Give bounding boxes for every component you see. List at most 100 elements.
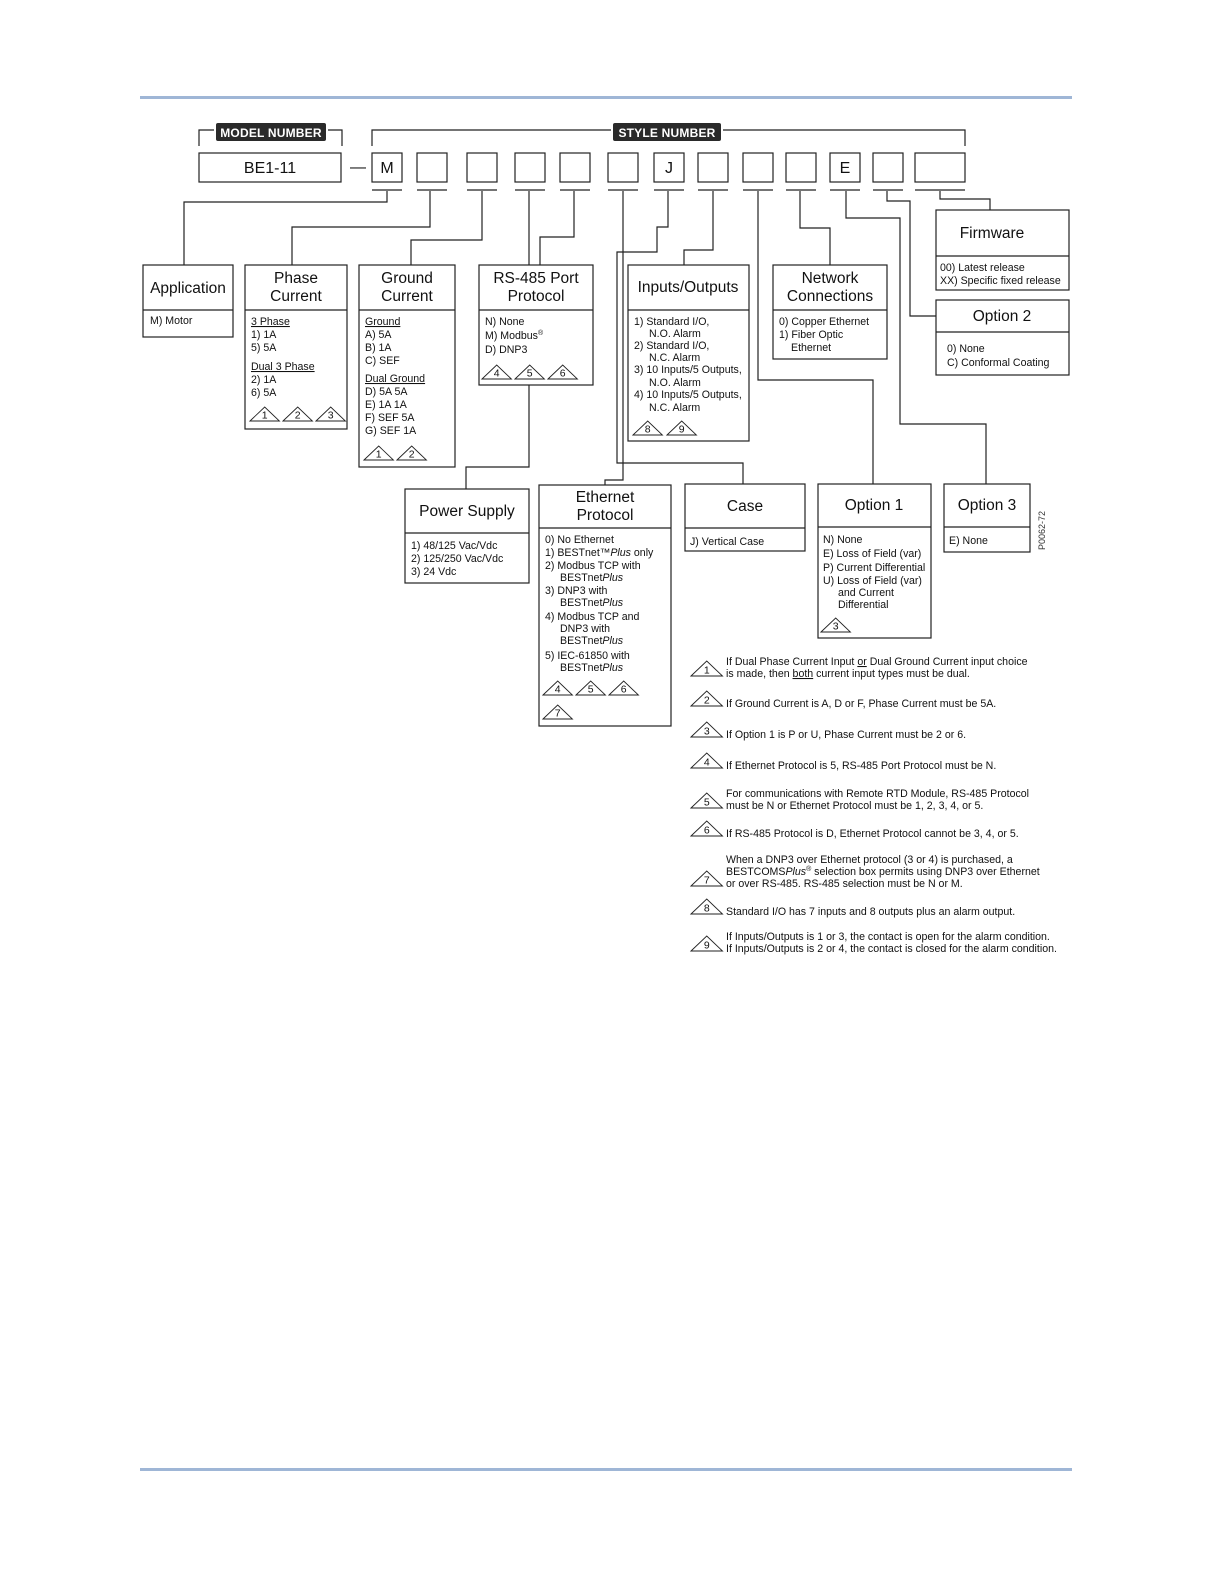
svg-text:Option 2: Option 2	[973, 308, 1032, 325]
svg-text:N.C. Alarm: N.C. Alarm	[649, 352, 700, 364]
footnote-5-line-2: must be N or Ethernet Protocol must be 1…	[726, 800, 983, 812]
bottom-rule	[140, 1468, 1072, 1471]
note-number: 6	[621, 684, 627, 696]
svg-text:Ground: Ground	[365, 316, 400, 328]
svg-text:1) Standard I/O,: 1) Standard I/O,	[634, 316, 709, 328]
application-title: Application	[150, 280, 226, 297]
svg-text:XX) Specific fixed release: XX) Specific fixed release	[940, 275, 1061, 287]
footnote-6: If RS-485 Protocol is D, Ethernet Protoc…	[726, 828, 1019, 840]
svg-text:Protocol: Protocol	[508, 288, 565, 305]
svg-text:1) 48/125 Vac/Vdc: 1) 48/125 Vac/Vdc	[411, 540, 498, 552]
svg-text:1) Fiber Optic: 1) Fiber Optic	[779, 329, 844, 341]
svg-text:STYLE NUMBER: STYLE NUMBER	[618, 126, 715, 140]
footnote-4: If Ethernet Protocol is 5, RS-485 Port P…	[726, 760, 996, 772]
svg-text:E) Loss of Field (var): E) Loss of Field (var)	[823, 548, 921, 560]
svg-text:2) 1A: 2) 1A	[251, 374, 277, 386]
option1-box: Option 1 N) None E) Loss of Field (var) …	[817, 483, 932, 639]
note-triangle: 8	[631, 420, 664, 436]
svg-text:J) Vertical Case: J) Vertical Case	[690, 536, 764, 548]
note-triangle: 3	[689, 721, 724, 738]
phase-current-box: Phase Current 3 Phase 1) 1A 5) 5A Dual 3…	[244, 264, 348, 430]
svg-text:Current: Current	[270, 288, 322, 305]
svg-text:N.O. Alarm: N.O. Alarm	[649, 377, 701, 389]
style-cell-value: M	[380, 160, 393, 177]
svg-text:4) 10 Inputs/5 Outputs,: 4) 10 Inputs/5 Outputs,	[634, 389, 742, 401]
note-triangle: 7	[541, 704, 574, 720]
note-triangle: 6	[546, 364, 579, 380]
note-number: 8	[704, 903, 710, 915]
note-triangle: 1	[689, 660, 724, 677]
svg-text:BESTnetPlus: BESTnetPlus	[560, 572, 624, 584]
svg-text:3) DNP3 with: 3) DNP3 with	[545, 585, 608, 597]
note-triangle: 3	[819, 617, 852, 633]
note-triangle: 1	[248, 406, 281, 422]
svg-text:Ethernet: Ethernet	[791, 342, 831, 354]
svg-text:2) 125/250 Vac/Vdc: 2) 125/250 Vac/Vdc	[411, 553, 504, 565]
note-number: 6	[560, 368, 566, 380]
style-number-label: STYLE NUMBER	[371, 123, 966, 146]
svg-text:M) Modbus®: M) Modbus®	[485, 329, 544, 342]
svg-text:Dual Ground: Dual Ground	[365, 373, 425, 385]
note-triangle: 6	[689, 820, 724, 837]
footnote-8: Standard I/O has 7 inputs and 8 outputs …	[726, 906, 1015, 918]
svg-text:5) IEC-61850 with: 5) IEC-61850 with	[545, 650, 630, 662]
svg-text:N.C. Alarm: N.C. Alarm	[649, 402, 700, 414]
footnote-2: If Ground Current is A, D or F, Phase Cu…	[726, 698, 996, 710]
firmware-box: Firmware 00) Latest release XX) Specific…	[935, 209, 1070, 291]
style-cell-7	[653, 152, 685, 183]
case-box: Case J) Vertical Case	[684, 483, 806, 552]
svg-text:BESTnetPlus: BESTnetPlus	[560, 635, 624, 647]
svg-text:N.O. Alarm: N.O. Alarm	[649, 328, 701, 340]
note-number: 5	[527, 368, 533, 380]
style-cell-11	[829, 152, 861, 183]
note-number: 2	[409, 449, 415, 461]
svg-text:2) Modbus TCP with: 2) Modbus TCP with	[545, 560, 641, 572]
note-number: 7	[704, 875, 710, 887]
note-triangle: 2	[395, 445, 428, 461]
top-rule	[140, 96, 1072, 99]
svg-text:Network: Network	[802, 270, 859, 287]
note-triangle: 4	[480, 364, 513, 380]
footnote-7-line-1: When a DNP3 over Ethernet protocol (3 or…	[726, 854, 1013, 866]
svg-text:DNP3 with: DNP3 with	[560, 623, 610, 635]
svg-text:1) 1A: 1) 1A	[251, 329, 277, 341]
svg-text:G) SEF 1A: G) SEF 1A	[365, 425, 417, 437]
svg-text:E) None: E) None	[949, 535, 988, 547]
svg-text:1) BESTnet™Plus only: 1) BESTnet™Plus only	[545, 547, 654, 559]
rs485-notes: 4 5 6	[480, 364, 579, 380]
footnote-7-line-3: or over RS-485. RS-485 selection must be…	[726, 878, 963, 890]
svg-text:Ethernet: Ethernet	[576, 489, 635, 506]
footnote-1-line-1: If Dual Phase Current Input or Dual Grou…	[726, 656, 1028, 668]
note-number: 1	[704, 665, 710, 677]
style-cell-5	[559, 152, 591, 183]
svg-text:Current: Current	[381, 288, 433, 305]
note-number: 2	[704, 695, 710, 707]
svg-text:D) DNP3: D) DNP3	[485, 344, 527, 356]
svg-text:RS-485 Port: RS-485 Port	[493, 270, 579, 287]
svg-text:2) Standard I/O,: 2) Standard I/O,	[634, 340, 709, 352]
svg-text:Option 3: Option 3	[958, 497, 1017, 514]
footnote-7-line-2: BESTCOMSPlus® selection box permits usin…	[726, 865, 1040, 878]
svg-text:BESTnetPlus: BESTnetPlus	[560, 597, 624, 609]
svg-text:Differential: Differential	[838, 599, 888, 611]
svg-text:BESTnetPlus: BESTnetPlus	[560, 662, 624, 674]
inputs-outputs-box: Inputs/Outputs 1) Standard I/O, N.O. Ala…	[627, 264, 750, 442]
svg-text:C) SEF: C) SEF	[365, 355, 400, 367]
note-number: 4	[704, 757, 710, 769]
svg-text:B) 1A: B) 1A	[365, 342, 392, 354]
note-triangle: 9	[665, 420, 698, 436]
svg-text:Firmware: Firmware	[960, 225, 1025, 242]
style-cell-12	[872, 152, 904, 183]
power-supply-box: Power Supply 1) 48/125 Vac/Vdc 2) 125/25…	[404, 488, 530, 584]
note-number: 9	[704, 940, 710, 952]
note-number: 1	[376, 449, 382, 461]
svg-text:N) None: N) None	[485, 316, 525, 328]
note-triangle: 5	[574, 680, 607, 696]
rs485-protocol-box: RS-485 Port Protocol N) None M) Modbus® …	[478, 264, 594, 386]
style-cell-10	[785, 152, 817, 183]
note-number: 8	[645, 424, 651, 436]
svg-text:5) 5A: 5) 5A	[251, 342, 277, 354]
